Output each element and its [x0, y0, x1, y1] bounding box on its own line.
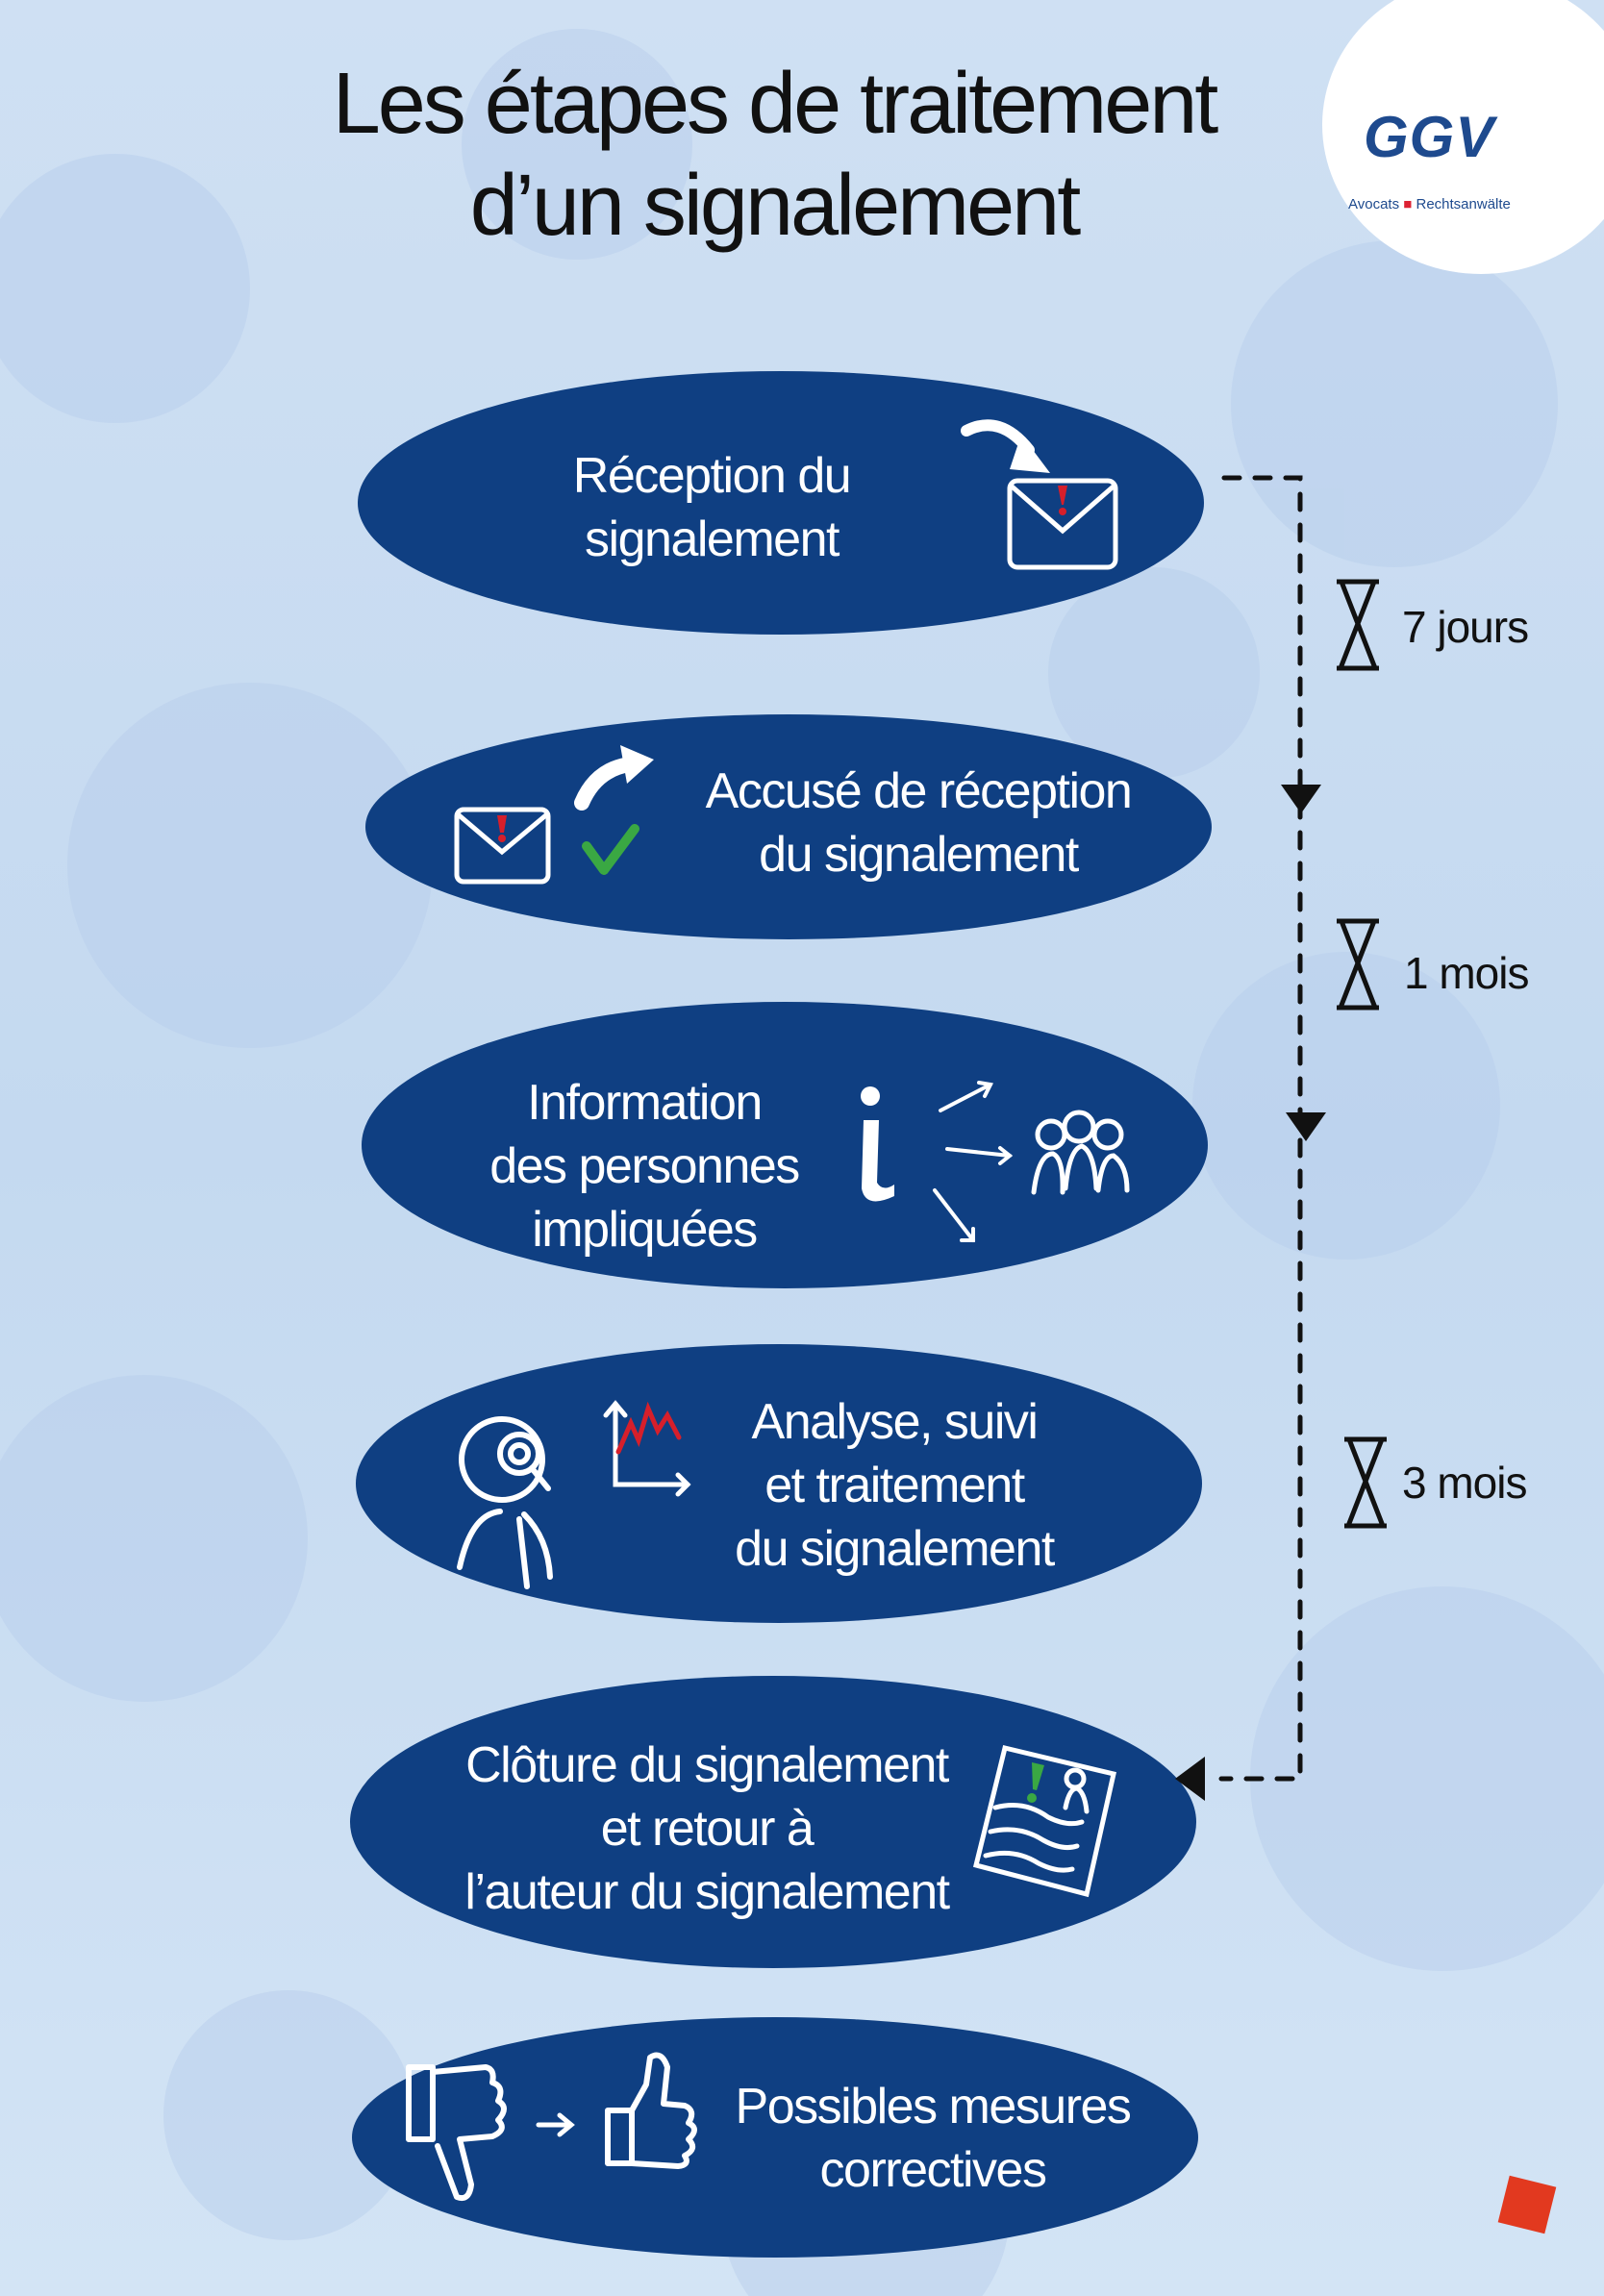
- step-5-label: Clôture du signalement et retour à l’aut…: [428, 1734, 986, 1924]
- step-1-line-2: signalement: [585, 512, 840, 567]
- step-3-label: Information des personnes impliquées: [452, 1071, 837, 1261]
- step-5-line-1: Clôture du signalement: [465, 1737, 949, 1793]
- step-4-ellipse: [356, 1344, 1202, 1623]
- step-6-label: Possibles mesures correctives: [702, 2075, 1164, 2202]
- envelope-alert-icon: [1007, 478, 1118, 570]
- alert-mark-icon: [1027, 1762, 1044, 1803]
- logo-subtitle: Avocats ■ Rechtsanwälte: [1348, 196, 1511, 212]
- logo-subtitle-right: Rechtsanwälte: [1416, 196, 1511, 212]
- duration-label-1: 7 jours: [1402, 602, 1529, 652]
- thumbs-down-icon: [406, 2064, 507, 2202]
- step-5-line-2: et retour à: [600, 1801, 815, 1857]
- step-1-line-1: Réception du: [572, 448, 852, 504]
- info-icon: [861, 1086, 894, 1202]
- step-3-ellipse: [362, 1002, 1208, 1288]
- step-4-label: Analyse, suivi et traitement du signalem…: [692, 1390, 1096, 1581]
- step-2-line-1: Accusé de réception: [705, 763, 1133, 819]
- step-3-line-2: des personnes: [489, 1138, 800, 1194]
- logo-badge: [1322, 0, 1604, 274]
- arrowhead-2: [1286, 1112, 1326, 1141]
- step-2-ellipse: [365, 714, 1212, 939]
- step-3-line-3: impliquées: [532, 1202, 758, 1258]
- duration-label-3: 3 mois: [1402, 1458, 1527, 1508]
- arrow-icon: [536, 2112, 575, 2137]
- document-icon: [972, 1744, 1116, 1898]
- timeline-connector: [1218, 475, 1303, 1782]
- step-1-ellipse: [358, 371, 1204, 635]
- people-icon: [1031, 1110, 1130, 1195]
- step-3-line-1: Information: [527, 1075, 763, 1131]
- step-4-line-1: Analyse, suivi: [751, 1394, 1039, 1450]
- title-line-2: d’un signalement: [469, 158, 1081, 254]
- step-5-ellipse: [350, 1676, 1196, 1968]
- arrow-icon: [933, 1081, 1014, 1242]
- magnifier-person-icon: [457, 1416, 553, 1589]
- checkmark-icon: [582, 824, 639, 875]
- thumbs-up-icon: [605, 2052, 697, 2169]
- chart-icon: [603, 1400, 691, 1497]
- step-2-line-2: du signalement: [759, 827, 1079, 883]
- envelope-alert-icon: [454, 807, 551, 885]
- step-4-line-2: et traitement: [764, 1458, 1025, 1513]
- arrow-icon: [574, 745, 654, 811]
- step-1-label: Réception du signalement: [519, 444, 904, 571]
- arrow-icon: [961, 419, 1050, 473]
- title-line-1: Les étapes de traitement: [332, 56, 1219, 152]
- duration-label-2: 1 mois: [1404, 948, 1529, 998]
- timeline-arrowheads: [1175, 785, 1326, 1801]
- step-2-label: Accusé de réception du signalement: [664, 760, 1173, 886]
- page-title: Les étapes de traitement d’un signalemen…: [221, 53, 1327, 257]
- step-5-line-3: l’auteur du signalement: [464, 1864, 950, 1920]
- step-6-line-2: correctives: [819, 2142, 1047, 2198]
- step-4-line-3: du signalement: [735, 1521, 1055, 1577]
- logo-name: GGV: [1364, 105, 1495, 169]
- step-6-line-1: Possibles mesures: [735, 2079, 1132, 2134]
- arrowhead-1: [1281, 785, 1321, 813]
- hourglass-icon: [1337, 579, 1387, 1529]
- step-6-ellipse: [352, 2017, 1198, 2258]
- arrowhead-3: [1175, 1757, 1205, 1801]
- logo-subtitle-left: Avocats: [1348, 196, 1400, 212]
